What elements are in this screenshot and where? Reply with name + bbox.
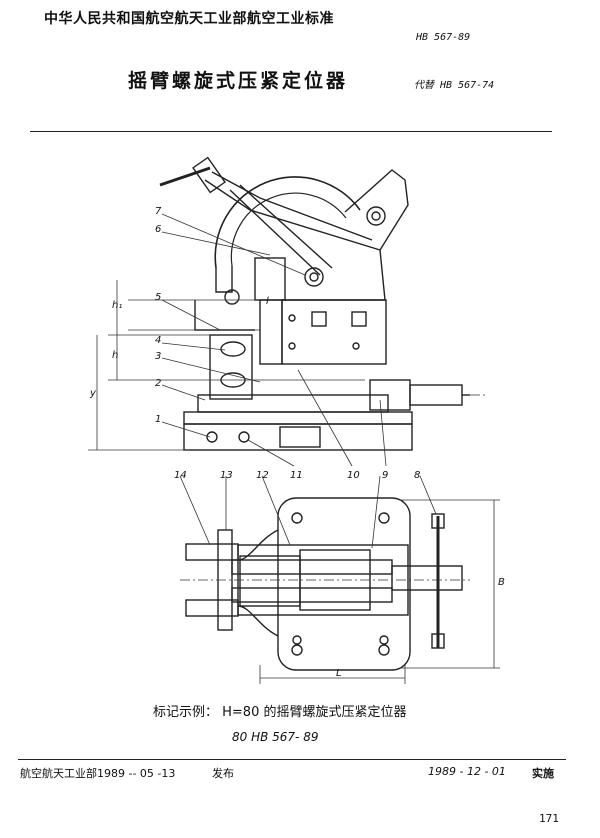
part-label-8: 8 — [414, 470, 420, 481]
part-label-10: 10 — [347, 470, 360, 481]
dim-label-L: L — [336, 668, 342, 679]
part-label-12: 12 — [256, 470, 269, 481]
page-number: 171 — [539, 812, 559, 825]
part-label-2: 2 — [155, 378, 161, 389]
part-label-3: 3 — [155, 351, 161, 362]
part-label-11: 11 — [290, 470, 303, 481]
part-label-5: 5 — [155, 292, 161, 303]
issued-label: 发布 — [212, 767, 234, 780]
marking-code: 80 HB 567- 89 — [232, 730, 319, 744]
dim-label-B: B — [498, 577, 505, 588]
dim-label-h1: h₁ — [112, 300, 122, 311]
part-label-4: 4 — [155, 335, 161, 346]
dim-label-h: h — [112, 350, 118, 361]
part-label-9: 9 — [382, 470, 388, 481]
dim-label-l: l — [266, 296, 269, 307]
marking-example: 标记示例： H=80 的摇臂螺旋式压紧定位器 — [153, 705, 407, 720]
document-title: 摇臂螺旋式压紧定位器 — [128, 70, 349, 92]
effective-label: 实施 — [532, 767, 554, 780]
bottom-rule — [18, 759, 566, 760]
part-label-14: 14 — [174, 470, 187, 481]
issuer-date: 航空航天工业部1989 -- 05 -13 — [20, 767, 176, 780]
part-label-1: 1 — [155, 414, 161, 425]
replaces-code: 代替 HB 567-74 — [414, 80, 495, 91]
dim-label-y: y — [89, 388, 97, 399]
standard-header: 中华人民共和国航空航天工业部航空工业标准 — [44, 11, 334, 27]
top-rule — [30, 131, 552, 132]
part-label-7: 7 — [155, 206, 162, 217]
effective-date: 1989 - 12 - 01 — [428, 765, 506, 778]
standard-code: HB 567-89 — [416, 32, 471, 43]
part-label-6: 6 — [155, 224, 161, 235]
part-label-13: 13 — [220, 470, 233, 481]
